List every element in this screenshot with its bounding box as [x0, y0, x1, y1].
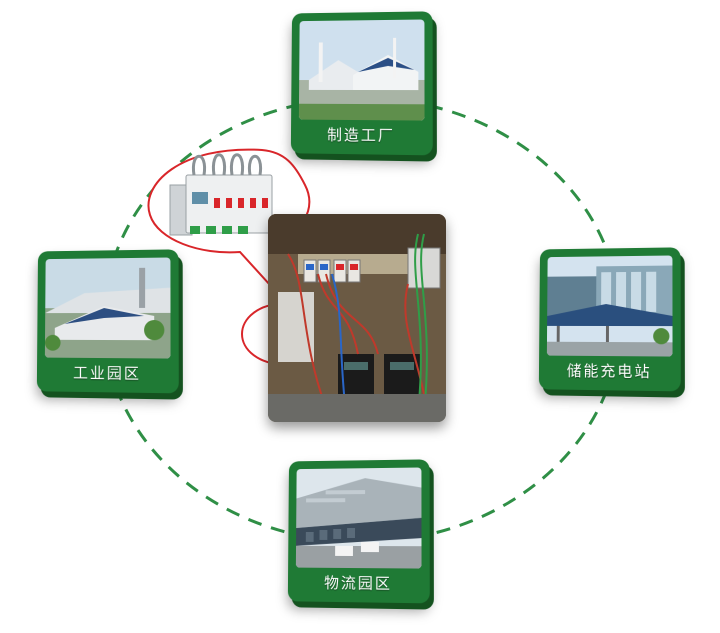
node-card-industry: 工业园区 — [36, 249, 179, 394]
node-label-industry: 工业园区 — [73, 363, 142, 383]
factory-photo — [298, 19, 425, 121]
industrial-park-photo — [44, 257, 171, 359]
node-label-logistic: 物流园区 — [324, 573, 393, 593]
node-card-storage: 储能充电站 — [538, 247, 681, 392]
node-label-storage: 储能充电站 — [566, 361, 652, 381]
storage-charging-station-photo — [546, 255, 673, 357]
din-rail-meter-module-photo — [169, 153, 273, 236]
node-card-factory: 制造工厂 — [290, 11, 433, 156]
node-card-logistic: 物流园区 — [287, 459, 430, 604]
electrical-cabinet-photo — [268, 214, 446, 422]
node-label-factory: 制造工厂 — [327, 125, 396, 145]
logistics-park-photo — [295, 467, 422, 569]
